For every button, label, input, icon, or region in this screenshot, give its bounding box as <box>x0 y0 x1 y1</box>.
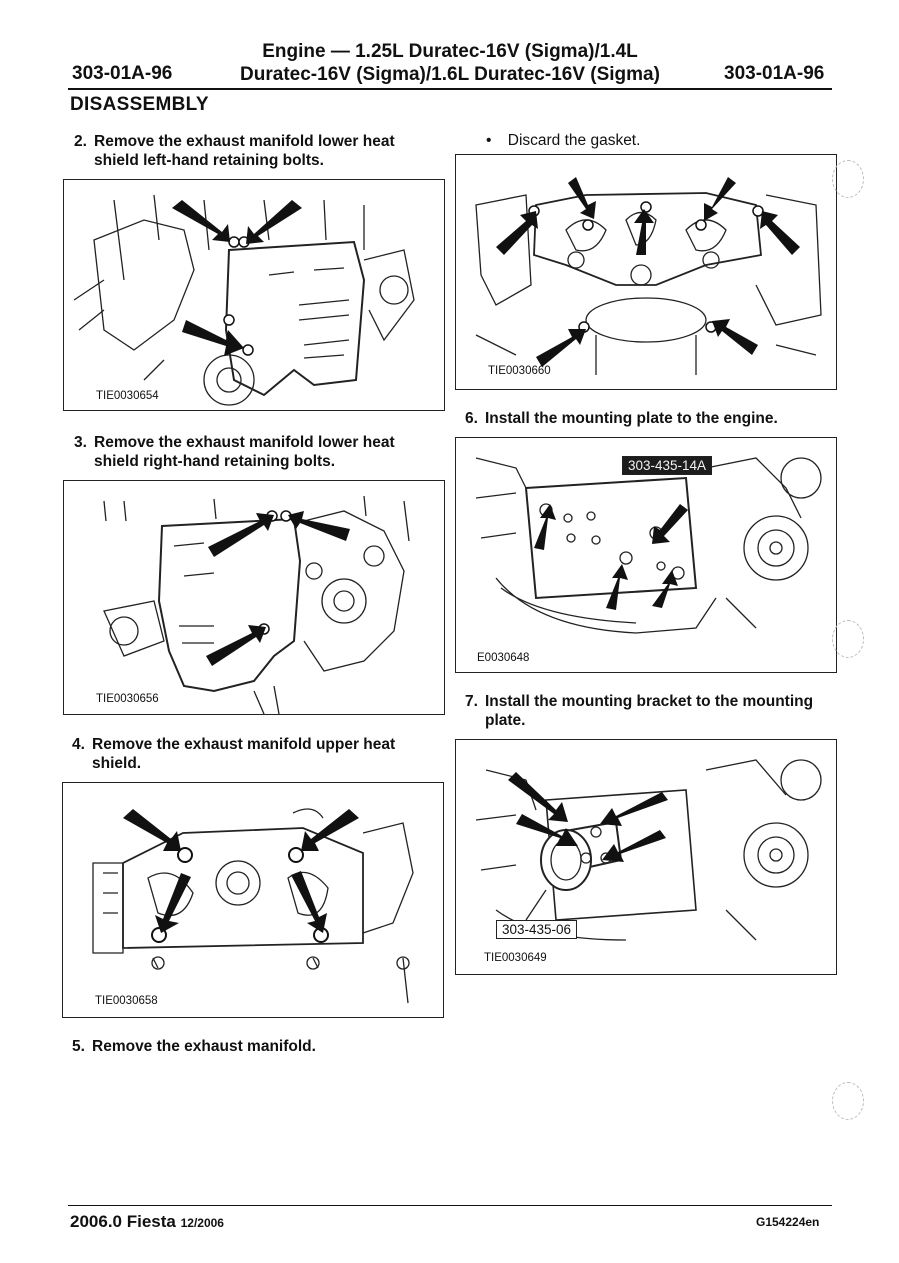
step-number: 3. <box>74 434 87 451</box>
figure-id: TIE0030649 <box>484 952 547 964</box>
figure-step-6: 303-435-14A E0030648 <box>455 437 837 673</box>
heat-shield-right-illustration <box>103 495 410 714</box>
footer-model-text: 2006.0 Fiesta <box>70 1212 176 1231</box>
special-tool-label: 303-435-14A <box>622 456 713 475</box>
arrow-indicator <box>496 211 538 255</box>
step-number: 6. <box>465 410 478 427</box>
arrow-indicator <box>652 570 678 608</box>
figure-step-2: TIE0030654 <box>63 179 445 411</box>
step-5: 5. Remove the exhaust manifold. <box>72 1037 442 1056</box>
figure-id: E0030648 <box>477 652 530 664</box>
page-code-right: 303-01A-96 <box>724 63 825 84</box>
arrow-indicator <box>634 209 654 255</box>
arrow-indicator <box>246 200 302 244</box>
step-text: Remove the exhaust manifold lower heat s… <box>94 133 395 169</box>
arrow-indicator <box>508 772 568 822</box>
figure-step-7: 303-435-06 TIE0030649 <box>455 739 837 975</box>
step-number: 4. <box>72 736 85 753</box>
arrow-indicator <box>208 513 274 557</box>
exhaust-manifold-illustration <box>475 177 822 375</box>
footer-rule <box>68 1205 832 1206</box>
mounting-plate-illustration <box>475 457 822 634</box>
binder-hole <box>832 1082 864 1120</box>
arrow-indicator <box>760 211 800 255</box>
figure-step-3: TIE0030656 <box>63 480 445 715</box>
arrow-indicator <box>172 200 230 242</box>
arrow-indicator <box>536 329 586 367</box>
bullet-item: • Discard the gasket. <box>486 132 640 150</box>
arrow-indicator <box>155 873 191 933</box>
footer-model: 2006.0 Fiesta 12/2006 <box>70 1212 224 1232</box>
arrow-indicator <box>123 809 181 851</box>
step-number: 2. <box>74 133 87 150</box>
mounting-bracket-illustration <box>475 759 822 941</box>
heat-shield-left-illustration <box>73 194 415 406</box>
arrow-indicator <box>206 625 266 666</box>
step-text: Install the mounting plate to the engine… <box>485 410 778 427</box>
arrow-indicator <box>602 830 666 862</box>
arrow-indicator <box>568 177 596 219</box>
step-text: Install the mounting bracket to the moun… <box>485 693 814 729</box>
page-title-line-2: Duratec-16V (Sigma)/1.6L Duratec-16V (Si… <box>240 64 660 85</box>
page-code-left: 303-01A-96 <box>72 63 173 84</box>
page-title-line-1: Engine — 1.25L Duratec-16V (Sigma)/1.4L <box>262 41 638 62</box>
step-3: 3. Remove the exhaust manifold lower heat… <box>74 433 444 471</box>
figure-id: TIE0030654 <box>96 390 159 402</box>
arrow-indicator <box>301 809 359 851</box>
step-number: 5. <box>72 1038 85 1055</box>
step-4: 4. Remove the exhaust manifold upper heat… <box>72 735 442 773</box>
bullet-text: Discard the gasket. <box>507 132 641 149</box>
step-7: 7. Install the mounting bracket to the mo… <box>465 692 835 730</box>
arrow-indicator <box>534 504 556 550</box>
step-2: 2. Remove the exhaust manifold lower heat… <box>74 132 444 170</box>
step-text: Remove the exhaust manifold. <box>92 1038 316 1055</box>
upper-heat-shield-illustration <box>92 808 414 1004</box>
section-title: DISASSEMBLY <box>70 94 209 115</box>
step-number: 7. <box>465 693 478 710</box>
special-tool-label: 303-435-06 <box>496 920 578 939</box>
header-rule <box>68 88 832 90</box>
arrow-indicator <box>652 504 688 544</box>
step-6: 6. Install the mounting plate to the engi… <box>465 409 835 428</box>
arrow-indicator <box>291 871 327 933</box>
page-title: Engine — 1.25L Duratec-16V (Sigma)/1.4L … <box>230 40 670 86</box>
arrow-indicator <box>288 511 350 541</box>
arrow-indicator <box>516 814 578 846</box>
figure-id: TIE0030656 <box>96 693 159 705</box>
arrow-indicator <box>600 792 668 826</box>
footer-doc-code: G154224en <box>756 1215 820 1229</box>
step-text: Remove the exhaust manifold upper heat s… <box>92 736 396 772</box>
figure-gasket: TIE0030660 <box>455 154 837 390</box>
bullet-symbol: • <box>486 132 492 149</box>
step-text: Remove the exhaust manifold lower heat s… <box>94 434 395 470</box>
arrow-indicator <box>704 177 736 221</box>
binder-hole <box>832 160 864 198</box>
arrow-indicator <box>712 319 758 355</box>
figure-id: TIE0030658 <box>95 995 158 1007</box>
footer-date: 12/2006 <box>180 1216 224 1230</box>
figure-id: TIE0030660 <box>488 365 551 377</box>
arrow-indicator <box>606 564 628 610</box>
figure-step-4: TIE0030658 <box>62 782 444 1018</box>
binder-hole <box>832 620 864 658</box>
arrow-indicator <box>182 320 244 356</box>
